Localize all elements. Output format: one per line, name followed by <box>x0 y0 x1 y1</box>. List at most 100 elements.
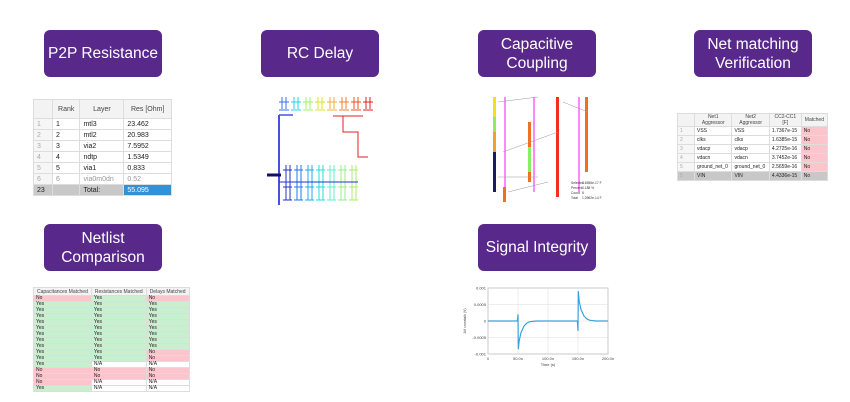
stat-value: 1.0962e-14 F <box>582 196 602 200</box>
rc-branch <box>303 97 313 111</box>
empty-cell <box>51 184 81 196</box>
total-row: 23 Total: 55.095 <box>33 184 172 196</box>
label-netlist-comparison: Netlist Comparison <box>44 224 162 271</box>
data-point <box>589 320 591 321</box>
row-number: 3 <box>677 144 695 154</box>
y-tick-label: -0.0005 <box>472 335 486 340</box>
x-tick-label: 50.0n <box>513 356 523 361</box>
layer-cell: via1 <box>79 162 125 174</box>
stat-label: Selected <box>571 181 584 185</box>
coupling-lines <box>497 96 589 193</box>
data-point <box>583 315 585 317</box>
net2-cell: clks <box>731 135 770 145</box>
row-number: 4 <box>677 153 695 163</box>
wire-segment <box>493 97 496 117</box>
layer-cell: via0m0dn <box>79 173 125 185</box>
label-signal-integrity: Signal Integrity <box>478 224 596 271</box>
resistances-matched-cell: N/A <box>90 385 147 392</box>
rank-cell: 6 <box>51 173 81 185</box>
rc-branch <box>351 97 361 111</box>
cc-diff-cell: 1.7367e-15 <box>768 126 802 136</box>
data-point <box>517 314 519 315</box>
cc-diff-cell: 4.2725e-16 <box>768 144 802 154</box>
data-point <box>577 330 579 332</box>
matched-cell: No <box>800 126 829 136</box>
wire-segment <box>493 152 496 192</box>
row-number: 2 <box>33 129 53 141</box>
data-point <box>529 321 531 322</box>
row-number: 4 <box>33 151 53 163</box>
net1-cell: vdacn <box>693 153 733 163</box>
net1-cell: ground_net_0 <box>693 162 733 172</box>
data-point <box>607 320 609 322</box>
y-tick-label: 0 <box>484 319 487 324</box>
data-point <box>487 320 489 322</box>
data-point <box>518 348 519 350</box>
stat-value: 1.6556e-17 F <box>582 181 602 185</box>
rc-branch <box>315 97 325 111</box>
total-index: 23 <box>33 184 53 196</box>
cc-diff-cell: 3.7452e-16 <box>768 153 802 163</box>
net1-cell: VSS <box>693 126 733 136</box>
col-header: Capacitances Matched <box>33 287 92 296</box>
net2-cell: vdacp <box>731 144 770 154</box>
data-point <box>520 332 522 333</box>
row-number: 3 <box>33 140 53 152</box>
data-point <box>586 318 588 320</box>
net1-cell: vdacp <box>693 144 733 154</box>
total-value: 55.095 <box>123 184 172 196</box>
y-tick-label: 0.0005 <box>474 302 487 307</box>
cc-diff-cell: 4.4336e-15 <box>768 171 802 181</box>
matched-cell: No <box>800 153 829 163</box>
net2-cell: VSS <box>731 126 770 136</box>
rank-cell: 1 <box>51 118 81 130</box>
total-label: Total: <box>79 184 125 196</box>
net2-cell: vdacn <box>731 153 770 163</box>
matched-cell: No <box>800 144 829 154</box>
matched-cell: No <box>800 171 829 181</box>
rc-branch <box>339 97 349 111</box>
rc-delay-tree-image <box>267 97 373 205</box>
col-header: Rank <box>51 99 81 119</box>
coupling-net <box>533 97 535 192</box>
rank-cell: 5 <box>51 162 81 174</box>
col-header <box>33 99 53 119</box>
rank-cell: 2 <box>51 129 81 141</box>
data-point <box>578 291 579 292</box>
stat-value: 8 <box>582 191 584 195</box>
label-capacitive-coupling: Capacitive Coupling <box>478 30 596 77</box>
stat-label: Total <box>571 196 578 200</box>
data-point <box>523 325 525 327</box>
layer-cell: mtl3 <box>79 118 125 130</box>
label-rc-delay: RC Delay <box>261 30 379 77</box>
col-header: Layer <box>79 99 125 119</box>
layer-cell: via2 <box>79 140 125 152</box>
matched-cell: No <box>800 135 829 145</box>
net2-cell: ground_net_0 <box>731 162 770 172</box>
delays-matched-cell: N/A <box>145 385 190 392</box>
data-point <box>580 309 582 310</box>
wire-segment <box>585 97 588 172</box>
row-number: 6 <box>33 173 53 185</box>
coupling-net <box>504 97 506 192</box>
row-number: 1 <box>677 126 695 136</box>
